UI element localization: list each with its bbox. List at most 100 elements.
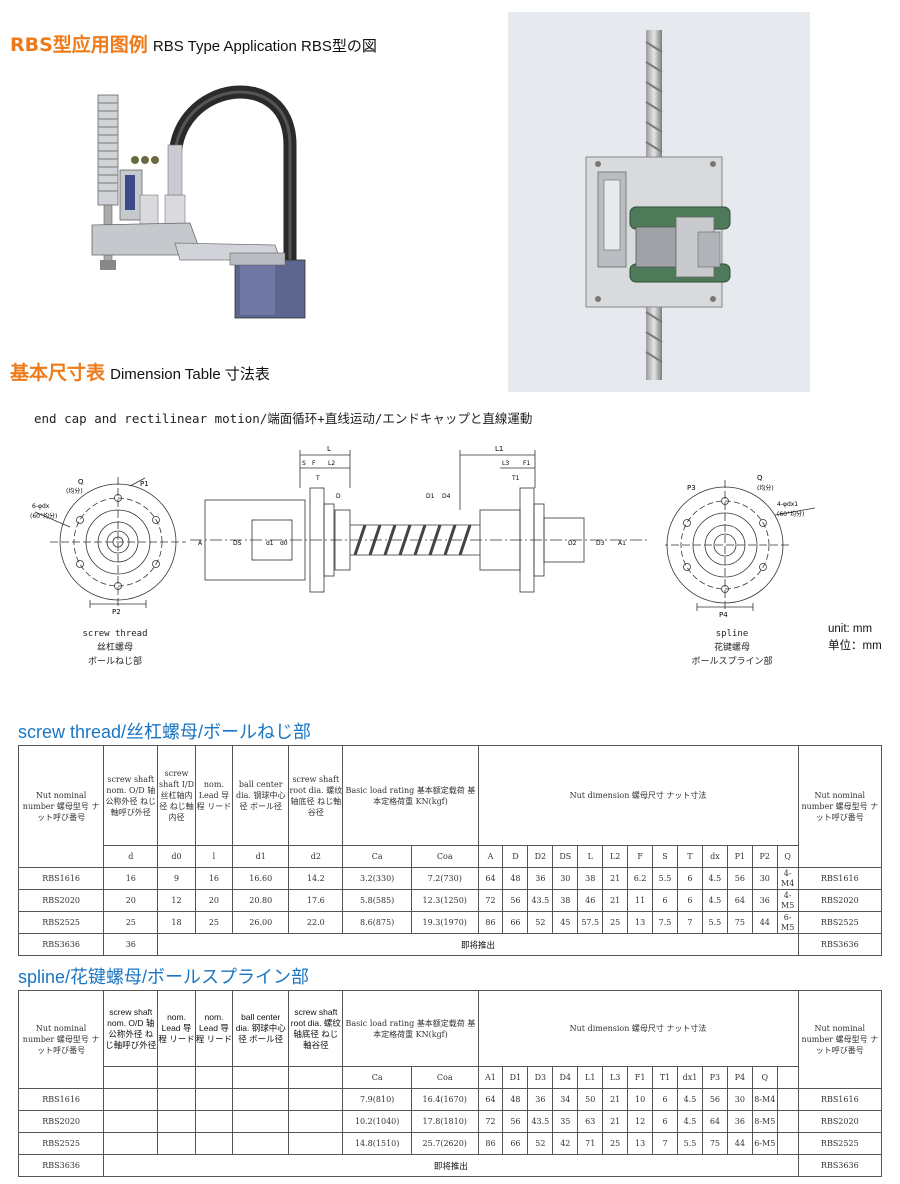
side-label-S: S	[302, 460, 306, 467]
spline-sym: D4	[552, 1066, 579, 1089]
table-cell: 7.2(730)	[410, 867, 479, 890]
spline-sym: L3	[602, 1066, 629, 1089]
side-label-L: L	[327, 445, 331, 453]
table-cell: 12	[627, 1110, 654, 1133]
table-cell: 64	[726, 889, 753, 912]
scara-robot-illustration	[91, 85, 306, 319]
side-label-D2: D2	[568, 540, 577, 547]
screw-col-lead: nom. Lead 导程 リード	[194, 745, 234, 846]
table-cell: 25	[602, 911, 629, 934]
table-cell: 25.7(2620)	[410, 1132, 479, 1155]
table-cell: 50	[577, 1088, 604, 1111]
table-cell: 66	[502, 911, 529, 934]
left-label-holes: 6-φdx	[32, 503, 50, 510]
screw-sym: L2	[602, 845, 629, 868]
spline-col-nut-dimension: Nut dimension 螺母尺寸 ナット寸法	[477, 990, 799, 1067]
screw-sym: Q	[776, 845, 799, 868]
screw-model-cell: RBS3636	[17, 933, 105, 956]
spline-model-cell: RBS3636	[17, 1154, 105, 1177]
gearbox-photo	[508, 12, 810, 392]
spline-sym: A1	[477, 1066, 504, 1089]
table-cell: 56	[502, 1110, 529, 1133]
table-cell: 44	[751, 911, 778, 934]
table-row: RBS3636 36 即将推出 RBS3636	[17, 933, 883, 956]
right-label-holes: 4-φdx1	[777, 501, 798, 508]
table-cell: 12	[157, 889, 196, 912]
spline-col-lead-2: nom. Lead 导程 リード	[194, 990, 234, 1067]
table-cell	[288, 1110, 344, 1133]
spline-sym: Ca	[342, 1066, 412, 1089]
spline-col-nut-number-right: Nut nominal number 螺母型号 ナット呼び番号	[797, 990, 883, 1089]
table-cell: 7	[652, 1132, 678, 1155]
table-cell: 21	[602, 1110, 629, 1133]
table-cell: 14.8(1510)	[342, 1132, 412, 1155]
screw-model-right-cell: RBS3636	[797, 933, 883, 956]
table-cell: 7	[677, 911, 703, 934]
dimension-title-cn: 基本尺寸表	[10, 362, 106, 384]
table-cell: 86	[477, 911, 504, 934]
table-cell: 64	[477, 867, 504, 890]
table-cell: RBS1616	[17, 867, 105, 890]
left-label-q: Q	[78, 478, 84, 486]
table-cell	[103, 1110, 159, 1133]
screw-sym: S	[652, 845, 678, 868]
table-cell: 38	[552, 889, 579, 912]
spline-symbol-row: Ca Coa A1 D1 D3 D4 L1 L3 F1 T1 dx1 P3 P4…	[19, 1066, 882, 1089]
table-cell: 6.2	[627, 867, 654, 890]
table-cell: 10.2(1040)	[342, 1110, 412, 1133]
screw-symbol-row: d d0 l d1 d2 Ca Coa A D D2 DS L L2 F S T…	[19, 845, 882, 868]
table-cell: 21	[602, 1088, 629, 1111]
table-cell: 75	[701, 1132, 728, 1155]
side-label-L1: L1	[495, 445, 503, 453]
spline-col-load-rating: Basic load rating 基本额定载荷 基本定格荷重 KN(kgf)	[342, 990, 479, 1067]
right-label-p3: P3	[687, 484, 696, 492]
table-cell	[232, 1110, 290, 1133]
table-cell: 4-M5	[776, 889, 799, 912]
spline-table-title: spline/花键螺母/ボールスプライン部	[18, 967, 310, 987]
side-label-F1: F1	[523, 460, 530, 467]
table-cell: 16.60	[232, 867, 290, 890]
drawing-title: end cap and rectilinear motion/端面循环+直线运动…	[34, 411, 533, 426]
ball-screw-spline-side-view: L S F L2 T L1 L3 F1 T1 A DS d1 d0 D D1 D…	[190, 445, 650, 593]
screw-sym: Ca	[342, 845, 412, 868]
application-title-cn: RBS型应用图例	[10, 34, 148, 56]
table-cell: RBS2525	[17, 1132, 105, 1155]
table-cell: 8-M5	[751, 1110, 778, 1133]
table-cell: 72	[477, 889, 504, 912]
table-cell: 56	[701, 1088, 728, 1111]
table-cell: 38	[577, 867, 604, 890]
spline-sym: L1	[577, 1066, 604, 1089]
table-cell: 8.6(875)	[342, 911, 412, 934]
table-cell: RBS2020	[17, 1110, 105, 1133]
table-cell	[157, 1088, 196, 1111]
table-cell: 16	[194, 867, 234, 890]
spline-model-right-cell: RBS3636	[797, 1154, 883, 1177]
table-cell	[157, 1132, 196, 1155]
right-caption-cn: 花键螺母	[713, 643, 750, 653]
spline-sym: Q	[751, 1066, 778, 1089]
screw-col-shaft-od: screw shaft nom. O/D 轴公称外径 ねじ軸呼び外径	[103, 745, 159, 846]
screw-flange-front-view: Q (均分) P1 6-φdx (60°均分) P2	[30, 477, 186, 616]
table-cell: RBS1616	[797, 867, 883, 890]
screw-sym: d0	[157, 845, 196, 868]
table-cell: 7.5	[652, 911, 678, 934]
side-label-D1: D1	[426, 493, 435, 500]
right-caption-jp: ボールスプライン部	[691, 657, 773, 667]
screw-thread-table: Nut nominal number 螺母型号 ナット呼び番号 screw sh…	[17, 745, 883, 956]
table-cell: 4-M4	[776, 867, 799, 890]
application-heading: RBS型应用图例 RBS Type Application RBS型の図	[10, 30, 377, 57]
side-label-A: A	[198, 540, 203, 547]
table-cell: 64	[701, 1110, 728, 1133]
screw-sym: P1	[726, 845, 753, 868]
screw-d-cell: 36	[103, 933, 159, 956]
side-label-D4: D4	[442, 493, 451, 500]
table-cell: 4.5	[701, 867, 728, 890]
table-cell: 63	[577, 1110, 604, 1133]
table-cell: RBS2525	[17, 911, 105, 934]
table-cell	[776, 1132, 799, 1155]
table-cell: 56	[502, 889, 529, 912]
spline-sym: dx1	[677, 1066, 703, 1089]
spline-sym	[288, 1066, 344, 1089]
screw-sym: D2	[527, 845, 554, 868]
table-cell: 36	[527, 1088, 554, 1111]
